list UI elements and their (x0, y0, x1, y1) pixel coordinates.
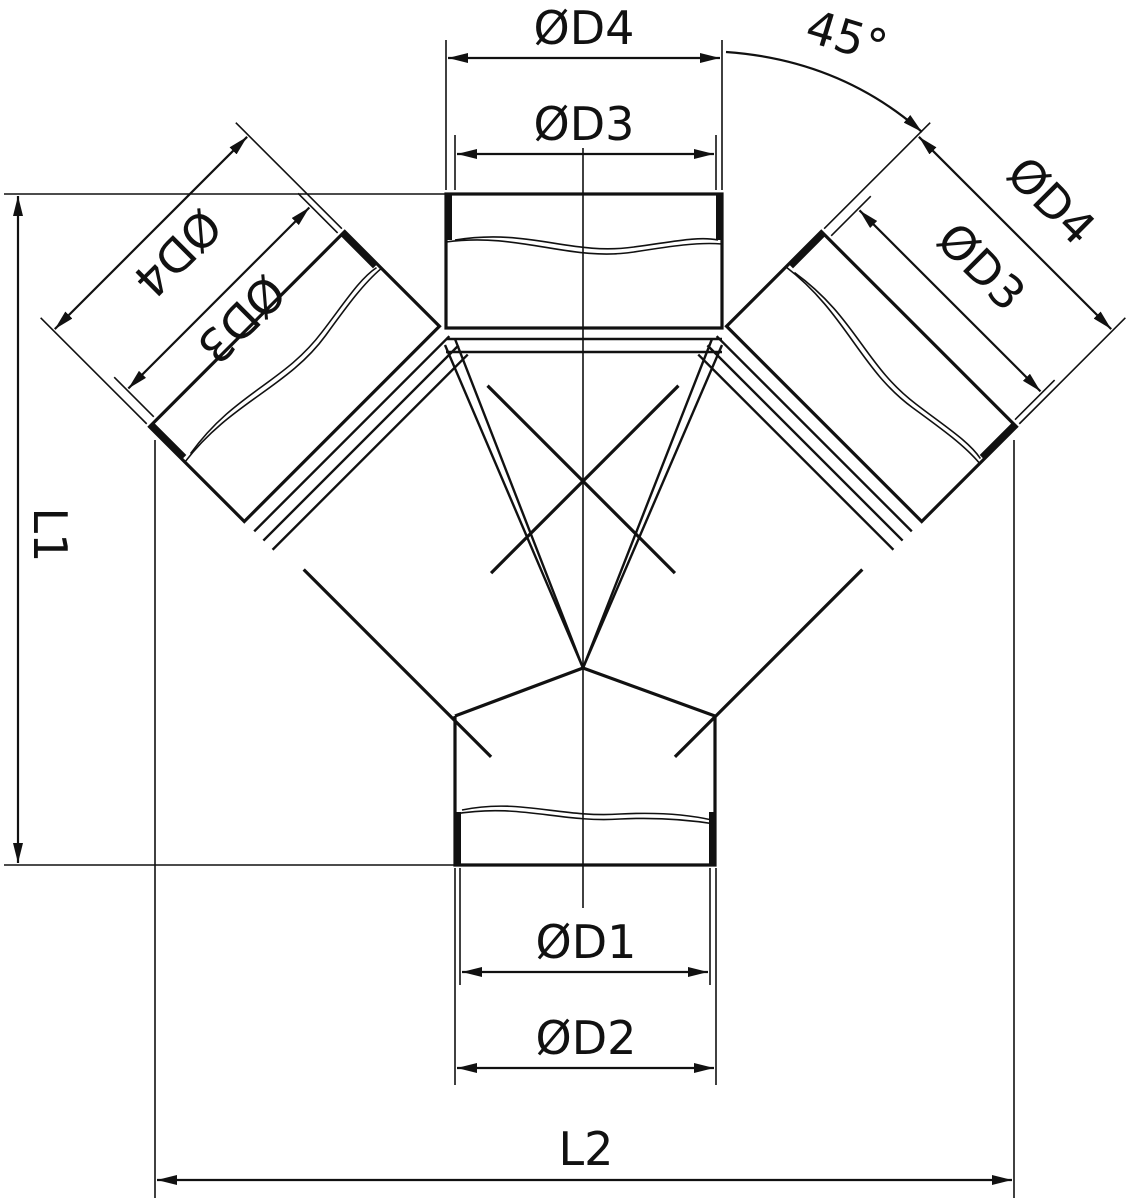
label-d3-left: ØD3 (187, 265, 297, 375)
label-l2: L2 (559, 1122, 614, 1176)
dimension-lines (4, 40, 1126, 1198)
label-d3-right: ØD3 (927, 212, 1037, 322)
label-d4-left: ØD4 (123, 199, 233, 309)
left-branch (147, 229, 677, 759)
label-l1: L1 (23, 508, 77, 563)
label-d4-top: ØD4 (534, 1, 635, 55)
label-angle: 45° (800, 0, 894, 74)
main-body (443, 148, 724, 908)
label-d4-right: ØD4 (997, 146, 1107, 256)
right-branch (489, 229, 1019, 759)
label-d2: ØD2 (536, 1011, 637, 1065)
top-branch (444, 192, 724, 354)
label-d3-top: ØD3 (534, 97, 635, 151)
label-d1: ØD1 (536, 915, 637, 969)
dimension-labels: ØD4 ØD3 ØD1 ØD2 L2 L1 45° ØD4 ØD3 ØD4 ØD… (23, 0, 1106, 1176)
